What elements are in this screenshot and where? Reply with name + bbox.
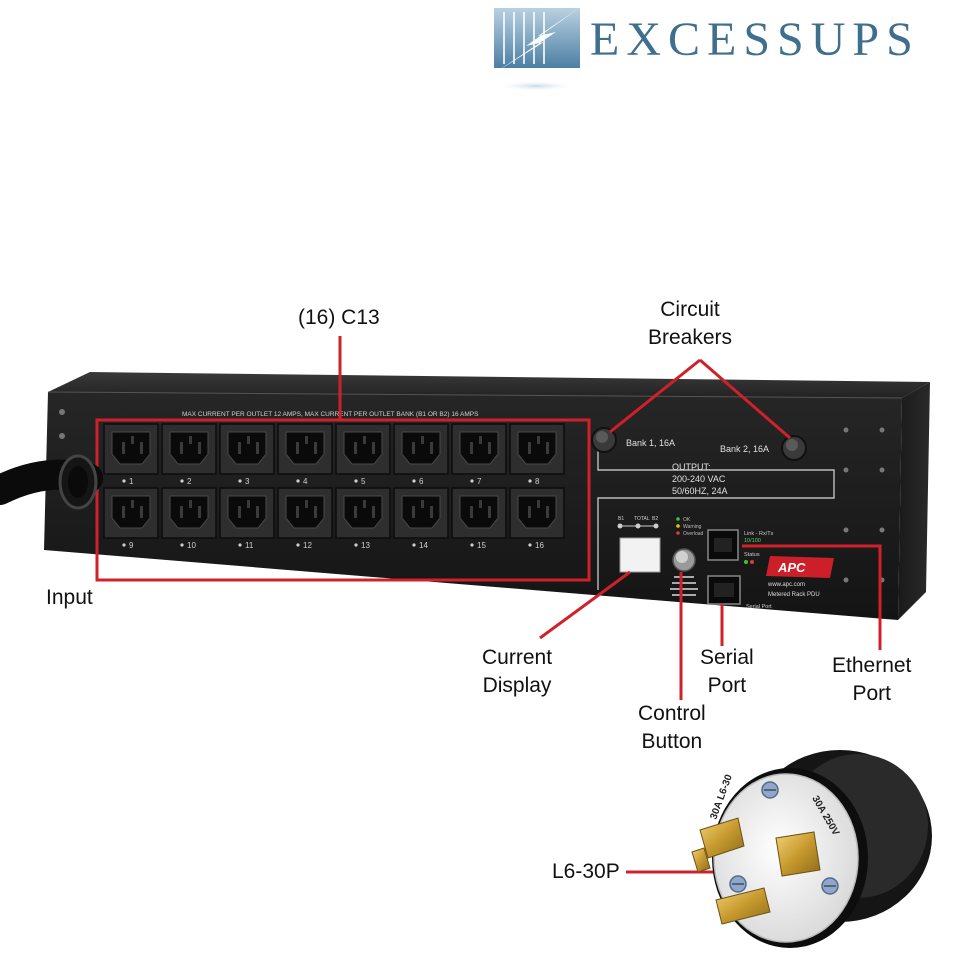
outlets-highlight	[95, 418, 591, 582]
warning-label: MAX CURRENT PER OUTLET 12 AMPS, MAX CURR…	[182, 411, 479, 418]
model-label: Metered Rack PDU	[768, 592, 820, 598]
led-legend: OK Warning Overload	[676, 517, 704, 537]
speed-label: 10/100	[744, 538, 761, 544]
outlet-number: 12	[303, 541, 312, 550]
bank2-label: Bank 2, 16A	[720, 444, 769, 454]
callout-outlets: (16) C13	[298, 306, 380, 329]
excessups-logo: EXCESSUPS	[486, 2, 956, 97]
link-label: Link - Rx/Tx	[744, 531, 774, 537]
l6-30p-plug: 30A L6-30 30A 250V	[691, 750, 932, 948]
outlet-number: 3	[245, 477, 250, 486]
svg-text:OK: OK	[683, 517, 691, 523]
svg-text:APC: APC	[777, 560, 806, 575]
outlet-number: 14	[419, 541, 428, 550]
apc-logo: APC	[766, 556, 834, 578]
outlet-number: 1	[129, 477, 134, 486]
circuit-breaker-1[interactable]	[591, 427, 617, 453]
current-display	[619, 537, 661, 573]
logo-text: EXCESSUPS	[590, 13, 920, 66]
callout-control-button: Control Button	[638, 702, 706, 753]
c13-outlet-2: 2	[161, 423, 217, 486]
svg-text:TOTAL: TOTAL	[634, 516, 650, 522]
c13-outlet-9: 9	[103, 487, 159, 550]
c13-outlet-4: 4	[277, 423, 333, 486]
outlet-number: 5	[361, 477, 366, 486]
outlet-number: 16	[535, 541, 544, 550]
outlet-number: 7	[477, 477, 482, 486]
control-button[interactable]	[672, 548, 696, 572]
serial-port[interactable]	[707, 575, 741, 605]
svg-text:Overload: Overload	[683, 531, 704, 537]
outlet-number: 13	[361, 541, 370, 550]
outlet-number: 15	[477, 541, 486, 550]
c13-outlet-3: 3	[219, 423, 275, 486]
callout-ethernet-port: Ethernet Port	[832, 654, 912, 705]
logo-mark	[494, 6, 582, 91]
c13-outlet-7: 7	[451, 423, 507, 486]
c13-outlet-11: 11	[219, 487, 275, 550]
callout-input: Input	[46, 586, 93, 609]
c13-outlet-1: 1	[103, 423, 159, 486]
button-instructions	[670, 576, 698, 596]
callout-l6-30p: L6-30P	[552, 860, 620, 883]
outlet-number: 11	[245, 541, 254, 550]
apc-url: www.apc.com	[767, 582, 805, 588]
outlet-number: 8	[535, 477, 540, 486]
callout-current-display: Current Display	[482, 646, 553, 697]
output-line-1: OUTPUT:	[672, 462, 711, 472]
input-cable	[0, 454, 103, 510]
circuit-breaker-2[interactable]	[781, 435, 807, 461]
display-selector: B1 TOTAL B2	[617, 516, 659, 529]
c13-outlet-14: 14	[393, 487, 449, 550]
c13-outlet-8: 8	[509, 423, 565, 486]
c13-outlet-13: 13	[335, 487, 391, 550]
c13-outlet-12: 12	[277, 487, 333, 550]
svg-text:Warning: Warning	[683, 524, 702, 530]
bank1-label: Bank 1, 16A	[626, 438, 675, 448]
serial-label: Serial Port	[746, 604, 772, 610]
c13-outlet-6: 6	[393, 423, 449, 486]
outlet-number: 6	[419, 477, 424, 486]
c13-outlet-15: 15	[451, 487, 507, 550]
c13-outlet-10: 10	[161, 487, 217, 550]
ethernet-port[interactable]	[707, 529, 739, 561]
output-line-2: 200-240 VAC	[672, 474, 726, 484]
outlet-number: 2	[187, 477, 192, 486]
callout-circuit-breakers: Circuit Breakers	[648, 298, 733, 349]
c13-outlet-5: 5	[335, 423, 391, 486]
status-label: Status	[744, 552, 760, 558]
svg-text:B1: B1	[618, 516, 624, 522]
output-line-3: 50/60HZ, 24A	[672, 486, 728, 496]
outlet-number: 4	[303, 477, 308, 486]
panel-outline	[597, 442, 835, 590]
outlet-number: 10	[187, 541, 196, 550]
callout-serial-port: Serial Port	[700, 646, 754, 697]
outlet-number: 9	[129, 541, 134, 550]
c13-outlet-16: 16	[509, 487, 565, 550]
svg-text:B2: B2	[652, 516, 658, 522]
callout-lines	[338, 336, 882, 874]
